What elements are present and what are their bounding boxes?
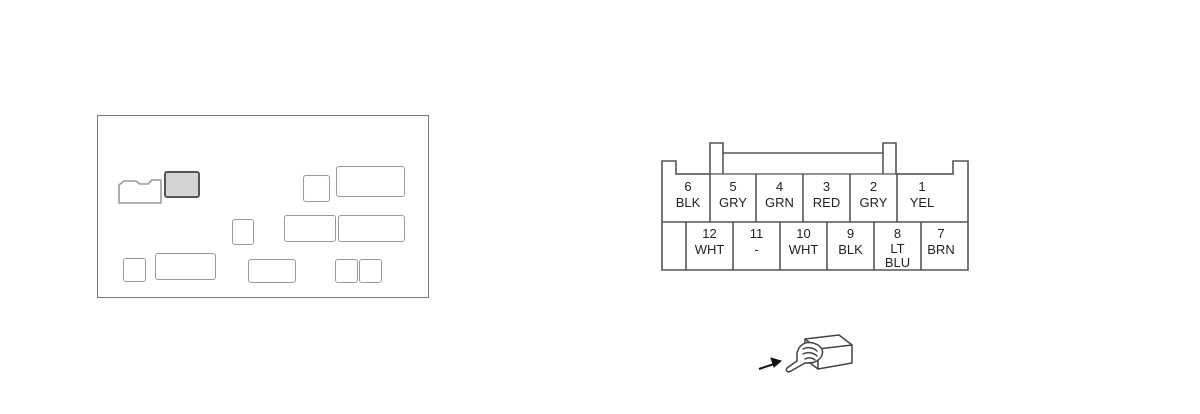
pin-2: 2 GRY	[859, 179, 888, 210]
socket	[284, 215, 336, 242]
socket	[155, 253, 216, 280]
socket	[303, 175, 330, 202]
socket	[359, 259, 382, 283]
pin-1: 1 YEL	[909, 179, 935, 210]
pin-12: 12 WHT	[694, 226, 725, 257]
pin-3: 3 RED	[812, 179, 841, 210]
hand-pushing-connector-icon	[758, 334, 853, 373]
pin-5: 5 GRY	[719, 179, 747, 210]
pin-8: 8 LT BLU	[884, 226, 911, 270]
socket	[232, 219, 254, 245]
socket	[123, 258, 146, 282]
socket-highlighted	[164, 171, 200, 198]
pin-9: 9 BLK	[838, 226, 863, 257]
socket	[248, 259, 296, 283]
pin-4: 4 GRN	[765, 179, 794, 210]
socket-notched	[118, 179, 162, 204]
socket	[338, 215, 405, 242]
socket	[335, 259, 358, 283]
pin-10: 10 WHT	[788, 226, 819, 257]
pin-7: 7 BRN	[927, 226, 955, 257]
pin-6: 6 BLK	[675, 179, 701, 210]
socket	[336, 166, 405, 197]
pin-11: 11 -	[749, 226, 764, 257]
junction-block-diagram	[97, 115, 429, 298]
